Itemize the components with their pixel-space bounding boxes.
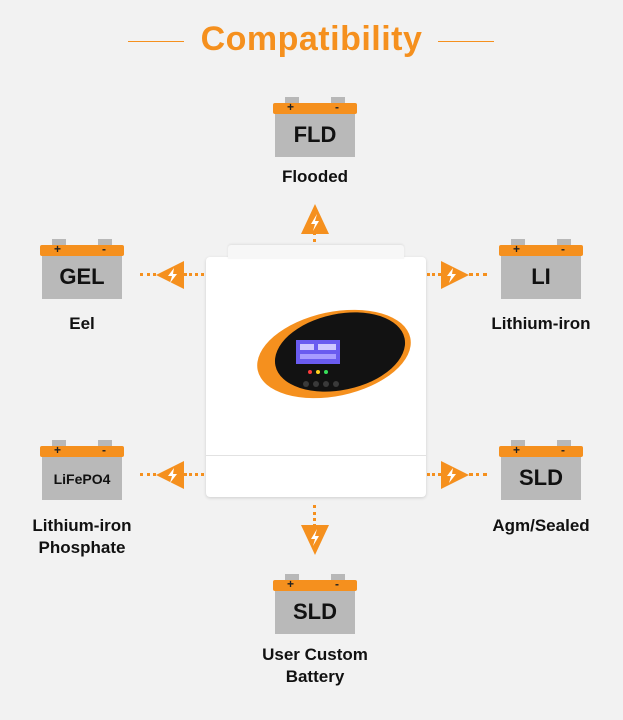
minus-sign: - (561, 242, 565, 256)
battery-terminal-negative (331, 574, 345, 581)
lightning-bolt-icon (301, 525, 329, 555)
battery-lifepo4: + - LiFePO4 (40, 440, 124, 500)
connector-line-left-upper (140, 273, 156, 276)
title-row: Compatibility (0, 20, 623, 64)
connector-line-top (313, 232, 316, 254)
battery-label-lifepo4: Lithium-iron Phosphate (0, 515, 164, 559)
label-line: User Custom (262, 645, 368, 664)
battery-label-agm-sealed: Agm/Sealed (461, 515, 621, 537)
battery-user-custom: + - SLD (273, 574, 357, 634)
battery-terminal-positive (52, 440, 66, 447)
lightning-bolt-icon (301, 204, 329, 234)
connector-line-left-lower (140, 473, 156, 476)
battery-code: LiFePO4 (53, 471, 111, 487)
battery-lid: + - (273, 577, 357, 591)
battery-code: SLD (519, 465, 563, 490)
battery-terminal-negative (98, 440, 112, 447)
battery-label-lithium-iron: Lithium-iron (461, 313, 621, 335)
battery-lid: + - (273, 100, 357, 114)
led-indicator (308, 370, 312, 374)
minus-sign: - (335, 100, 339, 114)
plus-sign: + (287, 100, 295, 114)
battery-body: FLD (275, 114, 355, 157)
label-line: Phosphate (38, 538, 126, 557)
battery-body: SLD (275, 591, 355, 634)
plus-sign: + (54, 242, 62, 256)
battery-terminal-positive (285, 574, 299, 581)
battery-lid: + - (499, 242, 583, 256)
connector-line-right-lower (469, 473, 487, 476)
battery-terminal-negative (557, 440, 571, 447)
minus-sign: - (102, 443, 106, 457)
battery-terminal-positive (511, 239, 525, 246)
lcd-segment (300, 354, 336, 359)
battery-body: SLD (501, 457, 581, 500)
battery-code: FLD (293, 122, 337, 147)
inverter-mount-tab (228, 245, 404, 259)
label-line: Agm/Sealed (492, 516, 590, 535)
lightning-bolt-icon (441, 461, 469, 489)
plus-sign: + (513, 443, 521, 457)
minus-sign: - (561, 443, 565, 457)
battery-terminal-negative (98, 239, 112, 246)
battery-body: GEL (42, 256, 122, 299)
label-line: Lithium-iron (32, 516, 132, 535)
battery-code: SLD (293, 599, 337, 624)
battery-label-flooded: Flooded (215, 166, 415, 188)
label-line: Lithium-iron (491, 314, 591, 333)
plus-sign: + (287, 577, 295, 591)
label-line: Eel (69, 314, 95, 333)
inverter-divider (206, 455, 426, 456)
panel-button (333, 381, 339, 387)
battery-body: LI (501, 256, 581, 299)
minus-sign: - (335, 577, 339, 591)
connector-line-right-upper (469, 273, 487, 276)
plus-sign: + (54, 443, 62, 457)
label-line: Battery (285, 667, 345, 686)
lightning-bolt-icon (156, 261, 184, 289)
connector-line-right-upper (427, 273, 441, 276)
title-rule-right (438, 41, 494, 42)
page-title: Compatibility (200, 20, 423, 58)
battery-body: LiFePO4 (42, 457, 122, 500)
battery-lid: + - (40, 242, 124, 256)
battery-terminal-positive (52, 239, 66, 246)
battery-code: GEL (59, 264, 105, 289)
lightning-bolt-icon (441, 261, 469, 289)
panel-button (323, 381, 329, 387)
title-rule-left (128, 41, 184, 42)
battery-flooded: + - FLD (273, 97, 357, 157)
battery-terminal-negative (331, 97, 345, 104)
plus-sign: + (513, 242, 521, 256)
battery-terminal-positive (285, 97, 299, 104)
inverter-control-panel (254, 307, 412, 401)
lcd-screen (296, 340, 340, 364)
lcd-segment (318, 344, 336, 350)
connector-line-left-lower (184, 473, 204, 476)
panel-button (313, 381, 319, 387)
battery-label-user-custom: User Custom Battery (195, 644, 435, 688)
minus-sign: - (102, 242, 106, 256)
led-indicator (324, 370, 328, 374)
connector-line-left-upper (184, 273, 204, 276)
battery-label-gel: Eel (0, 313, 164, 335)
label-line: Flooded (281, 167, 349, 186)
lightning-bolt-icon (156, 461, 184, 489)
connector-line-right-lower (427, 473, 441, 476)
battery-lid: + - (499, 443, 583, 457)
battery-code: LI (531, 264, 551, 289)
connector-line-bottom (313, 505, 316, 527)
battery-terminal-negative (557, 239, 571, 246)
battery-gel: + - GEL (40, 239, 124, 299)
panel-button (303, 381, 309, 387)
lcd-segment (300, 344, 314, 350)
battery-lithium-iron: + - LI (499, 239, 583, 299)
solar-inverter (206, 245, 426, 497)
battery-lid: + - (40, 443, 124, 457)
battery-terminal-positive (511, 440, 525, 447)
led-indicator (316, 370, 320, 374)
battery-agm-sealed: + - SLD (499, 440, 583, 500)
